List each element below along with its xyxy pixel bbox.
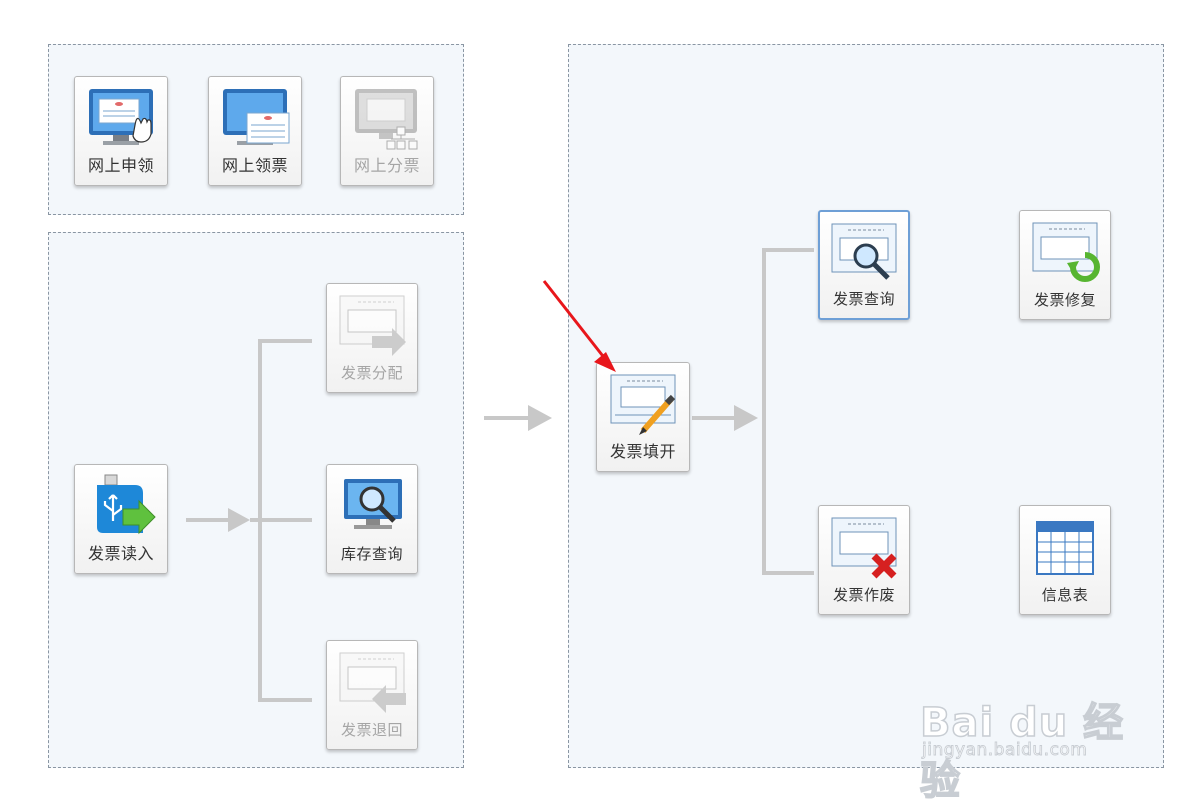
info-table-icon bbox=[1027, 514, 1103, 582]
online-distribute-icon bbox=[349, 85, 425, 153]
invoice-distribute-icon bbox=[334, 292, 410, 360]
watermark-url: jingyan.baidu.com bbox=[922, 740, 1088, 761]
inventory-search-button[interactable]: 库存查询 bbox=[326, 464, 418, 574]
invoice-repair-icon bbox=[1027, 219, 1103, 287]
online-receive-button[interactable]: 网上领票 bbox=[208, 76, 302, 186]
invoice-void-label: 发票作废 bbox=[832, 586, 895, 604]
invoice-return-label: 发票退回 bbox=[340, 721, 403, 739]
invoice-fill-label: 发票填开 bbox=[609, 442, 676, 461]
invoice-distribute-label: 发票分配 bbox=[340, 364, 403, 382]
online-apply-button[interactable]: 网上申领 bbox=[74, 76, 168, 186]
info-table-label: 信息表 bbox=[1041, 586, 1089, 604]
invoice-import-label: 发票读入 bbox=[87, 544, 154, 563]
invoice-repair-button[interactable]: 发票修复 bbox=[1019, 210, 1111, 320]
online-receive-label: 网上领票 bbox=[221, 156, 288, 175]
invoice-return-button[interactable]: 发票退回 bbox=[326, 640, 418, 750]
invoice-return-icon bbox=[334, 649, 410, 717]
inventory-search-label: 库存查询 bbox=[340, 545, 403, 563]
online-apply-icon bbox=[83, 85, 159, 153]
invoice-distribute-button[interactable]: 发票分配 bbox=[326, 283, 418, 393]
invoice-search-button[interactable]: 发票查询 bbox=[818, 210, 910, 320]
invoice-repair-label: 发票修复 bbox=[1033, 291, 1096, 309]
inventory-search-icon bbox=[334, 473, 410, 541]
invoice-fill-icon bbox=[605, 371, 681, 439]
invoice-void-icon bbox=[826, 514, 902, 582]
usb-import-icon bbox=[83, 473, 159, 541]
online-distribute-button[interactable]: 网上分票 bbox=[340, 76, 434, 186]
invoice-search-icon bbox=[826, 220, 902, 288]
invoice-search-label: 发票查询 bbox=[832, 290, 895, 308]
invoice-import-button[interactable]: 发票读入 bbox=[74, 464, 168, 574]
info-table-button[interactable]: 信息表 bbox=[1019, 505, 1111, 615]
watermark-brand: Bai du 经验 bbox=[919, 699, 1125, 805]
online-apply-label: 网上申领 bbox=[87, 156, 154, 175]
watermark: Bai du 经验 jingyan.baidu.com bbox=[918, 690, 1148, 805]
online-receive-icon bbox=[217, 85, 293, 153]
online-distribute-label: 网上分票 bbox=[353, 156, 420, 175]
invoice-fill-button[interactable]: 发票填开 bbox=[596, 362, 690, 472]
invoice-void-button[interactable]: 发票作废 bbox=[818, 505, 910, 615]
